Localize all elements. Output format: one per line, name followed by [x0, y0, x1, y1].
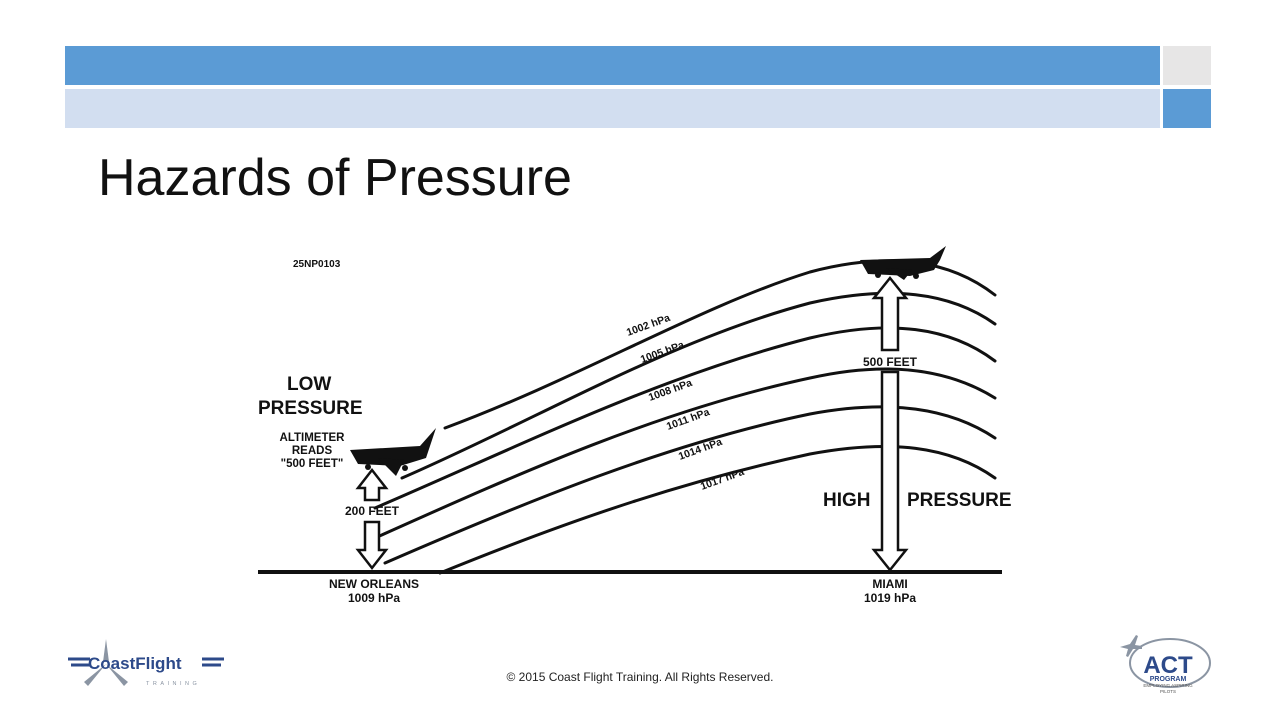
left-pressure-label: 1009 hPa — [348, 591, 400, 605]
reads-value-label: "500 FEET" — [281, 458, 344, 470]
pressure-label-left: PRESSURE — [258, 398, 363, 419]
right-pressure-label: 1019 hPa — [864, 591, 916, 605]
act-wordmark: ACT — [1143, 652, 1193, 679]
isobar-1017 — [438, 444, 997, 575]
plane-icon-left — [350, 428, 436, 476]
plane-icon-right — [860, 246, 946, 280]
coastflight-sub: TRAINING — [146, 681, 200, 687]
header-bar-top-end — [1163, 46, 1211, 85]
pressure-label-right: PRESSURE — [907, 490, 1012, 511]
isobar-label-1005: 1005 hPa — [639, 339, 686, 366]
isobar-1008 — [373, 326, 997, 510]
isobar-1014 — [383, 405, 997, 565]
header-bar-bottom — [65, 89, 1160, 128]
isobar-1005 — [400, 291, 997, 480]
arrow-up-right — [871, 275, 909, 352]
page-title: Hazards of Pressure — [98, 149, 572, 207]
high-label: HIGH — [823, 490, 871, 511]
high-height-label: 500 FEET — [863, 355, 918, 369]
header-bar-bottom-end — [1163, 89, 1211, 128]
reads-label: READS — [292, 445, 333, 457]
arrow-down-right — [871, 370, 909, 573]
coastflight-wordmark: CoastFlight — [88, 654, 182, 673]
altimeter-label: ALTIMETER — [280, 432, 346, 444]
isobar-label-1014: 1014 hPa — [677, 436, 724, 463]
isobar-label-1002: 1002 hPa — [625, 312, 672, 339]
footer-copyright: © 2015 Coast Flight Training. All Rights… — [506, 670, 774, 684]
figure-id: 25NP0103 — [293, 259, 341, 270]
arrow-up-left — [355, 467, 389, 502]
act-tagline: EMPLOYING ASPIRING — [1143, 683, 1193, 688]
low-label: LOW — [287, 374, 331, 395]
header-bar-top — [65, 46, 1160, 85]
isobar-1011 — [373, 367, 997, 540]
pressure-altimeter-diagram: 1002 hPa 1005 hPa 1008 hPa 1011 hPa 1014… — [258, 246, 1012, 605]
low-height-label: 200 FEET — [345, 504, 400, 518]
right-city-label: MIAMI — [872, 577, 907, 591]
left-city-label: NEW ORLEANS — [329, 577, 419, 591]
act-program-logo: ACT PROGRAM EMPLOYING ASPIRING PILOTS — [1120, 635, 1211, 694]
isobar-1002 — [443, 259, 997, 430]
arrow-down-left — [355, 520, 389, 571]
isobar-label-1017: 1017 hPa — [699, 466, 746, 493]
act-program: PROGRAM — [1150, 676, 1187, 683]
act-pilots: PILOTS — [1160, 689, 1176, 694]
coastflight-logo: CoastFlight TRAINING — [68, 639, 224, 687]
